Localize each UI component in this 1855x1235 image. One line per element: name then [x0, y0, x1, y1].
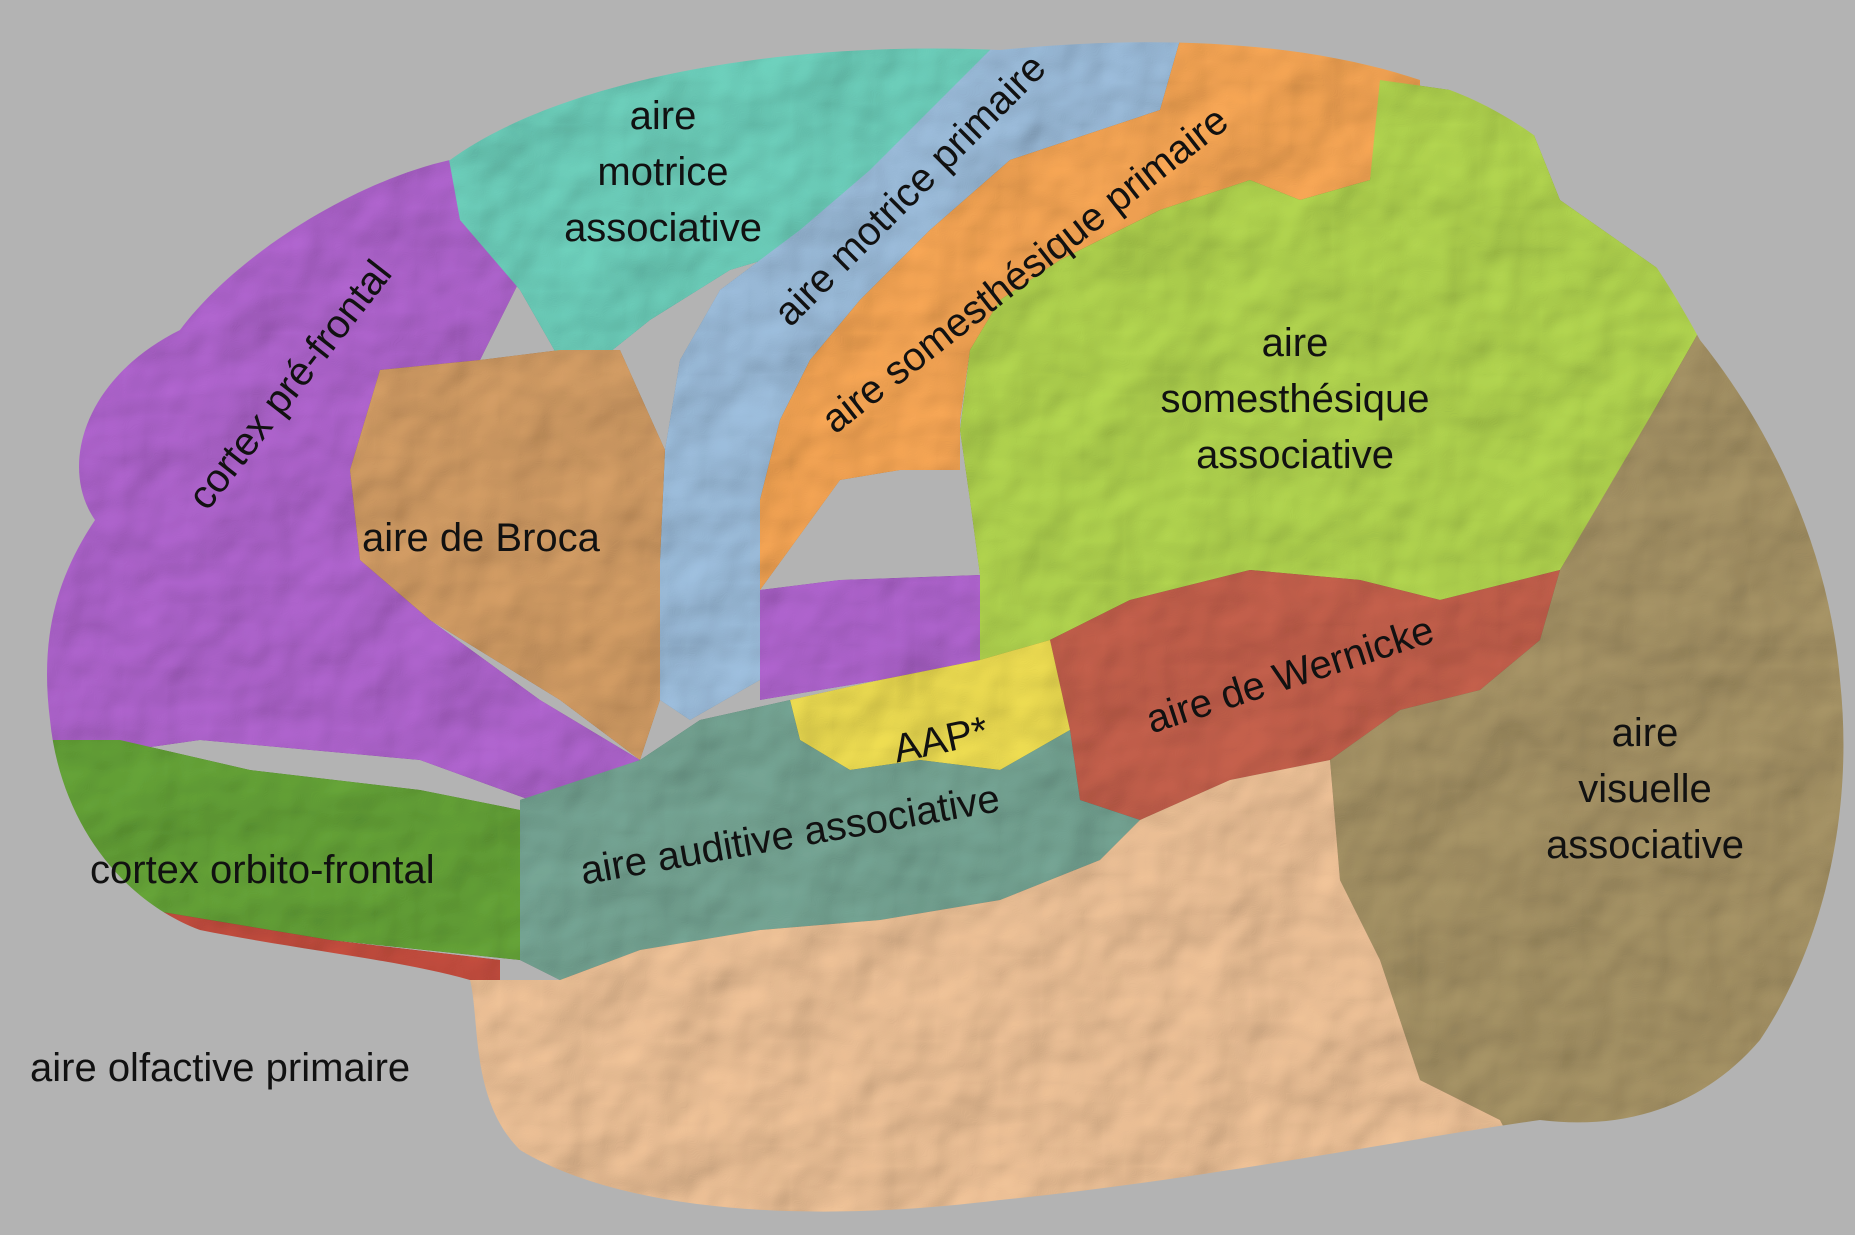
- label-line: aire: [1115, 315, 1475, 371]
- label-line: somesthésique: [1115, 371, 1475, 427]
- label-motor-assoc: aire motrice associative: [483, 88, 843, 256]
- label-line: motrice: [483, 144, 843, 200]
- label-line: associative: [483, 200, 843, 256]
- label-line: visuelle: [1465, 761, 1825, 817]
- label-line: aire: [1465, 705, 1825, 761]
- label-olfactory: aire olfactive primaire: [30, 1048, 410, 1088]
- label-line: associative: [1465, 817, 1825, 873]
- label-line: associative: [1115, 427, 1475, 483]
- label-line: aire: [483, 88, 843, 144]
- label-orbitofrontal: cortex orbito-frontal: [90, 850, 435, 890]
- label-somato-assoc: aire somesthésique associative: [1115, 315, 1475, 483]
- label-visual-assoc: aire visuelle associative: [1465, 705, 1825, 873]
- label-broca: aire de Broca: [362, 518, 600, 558]
